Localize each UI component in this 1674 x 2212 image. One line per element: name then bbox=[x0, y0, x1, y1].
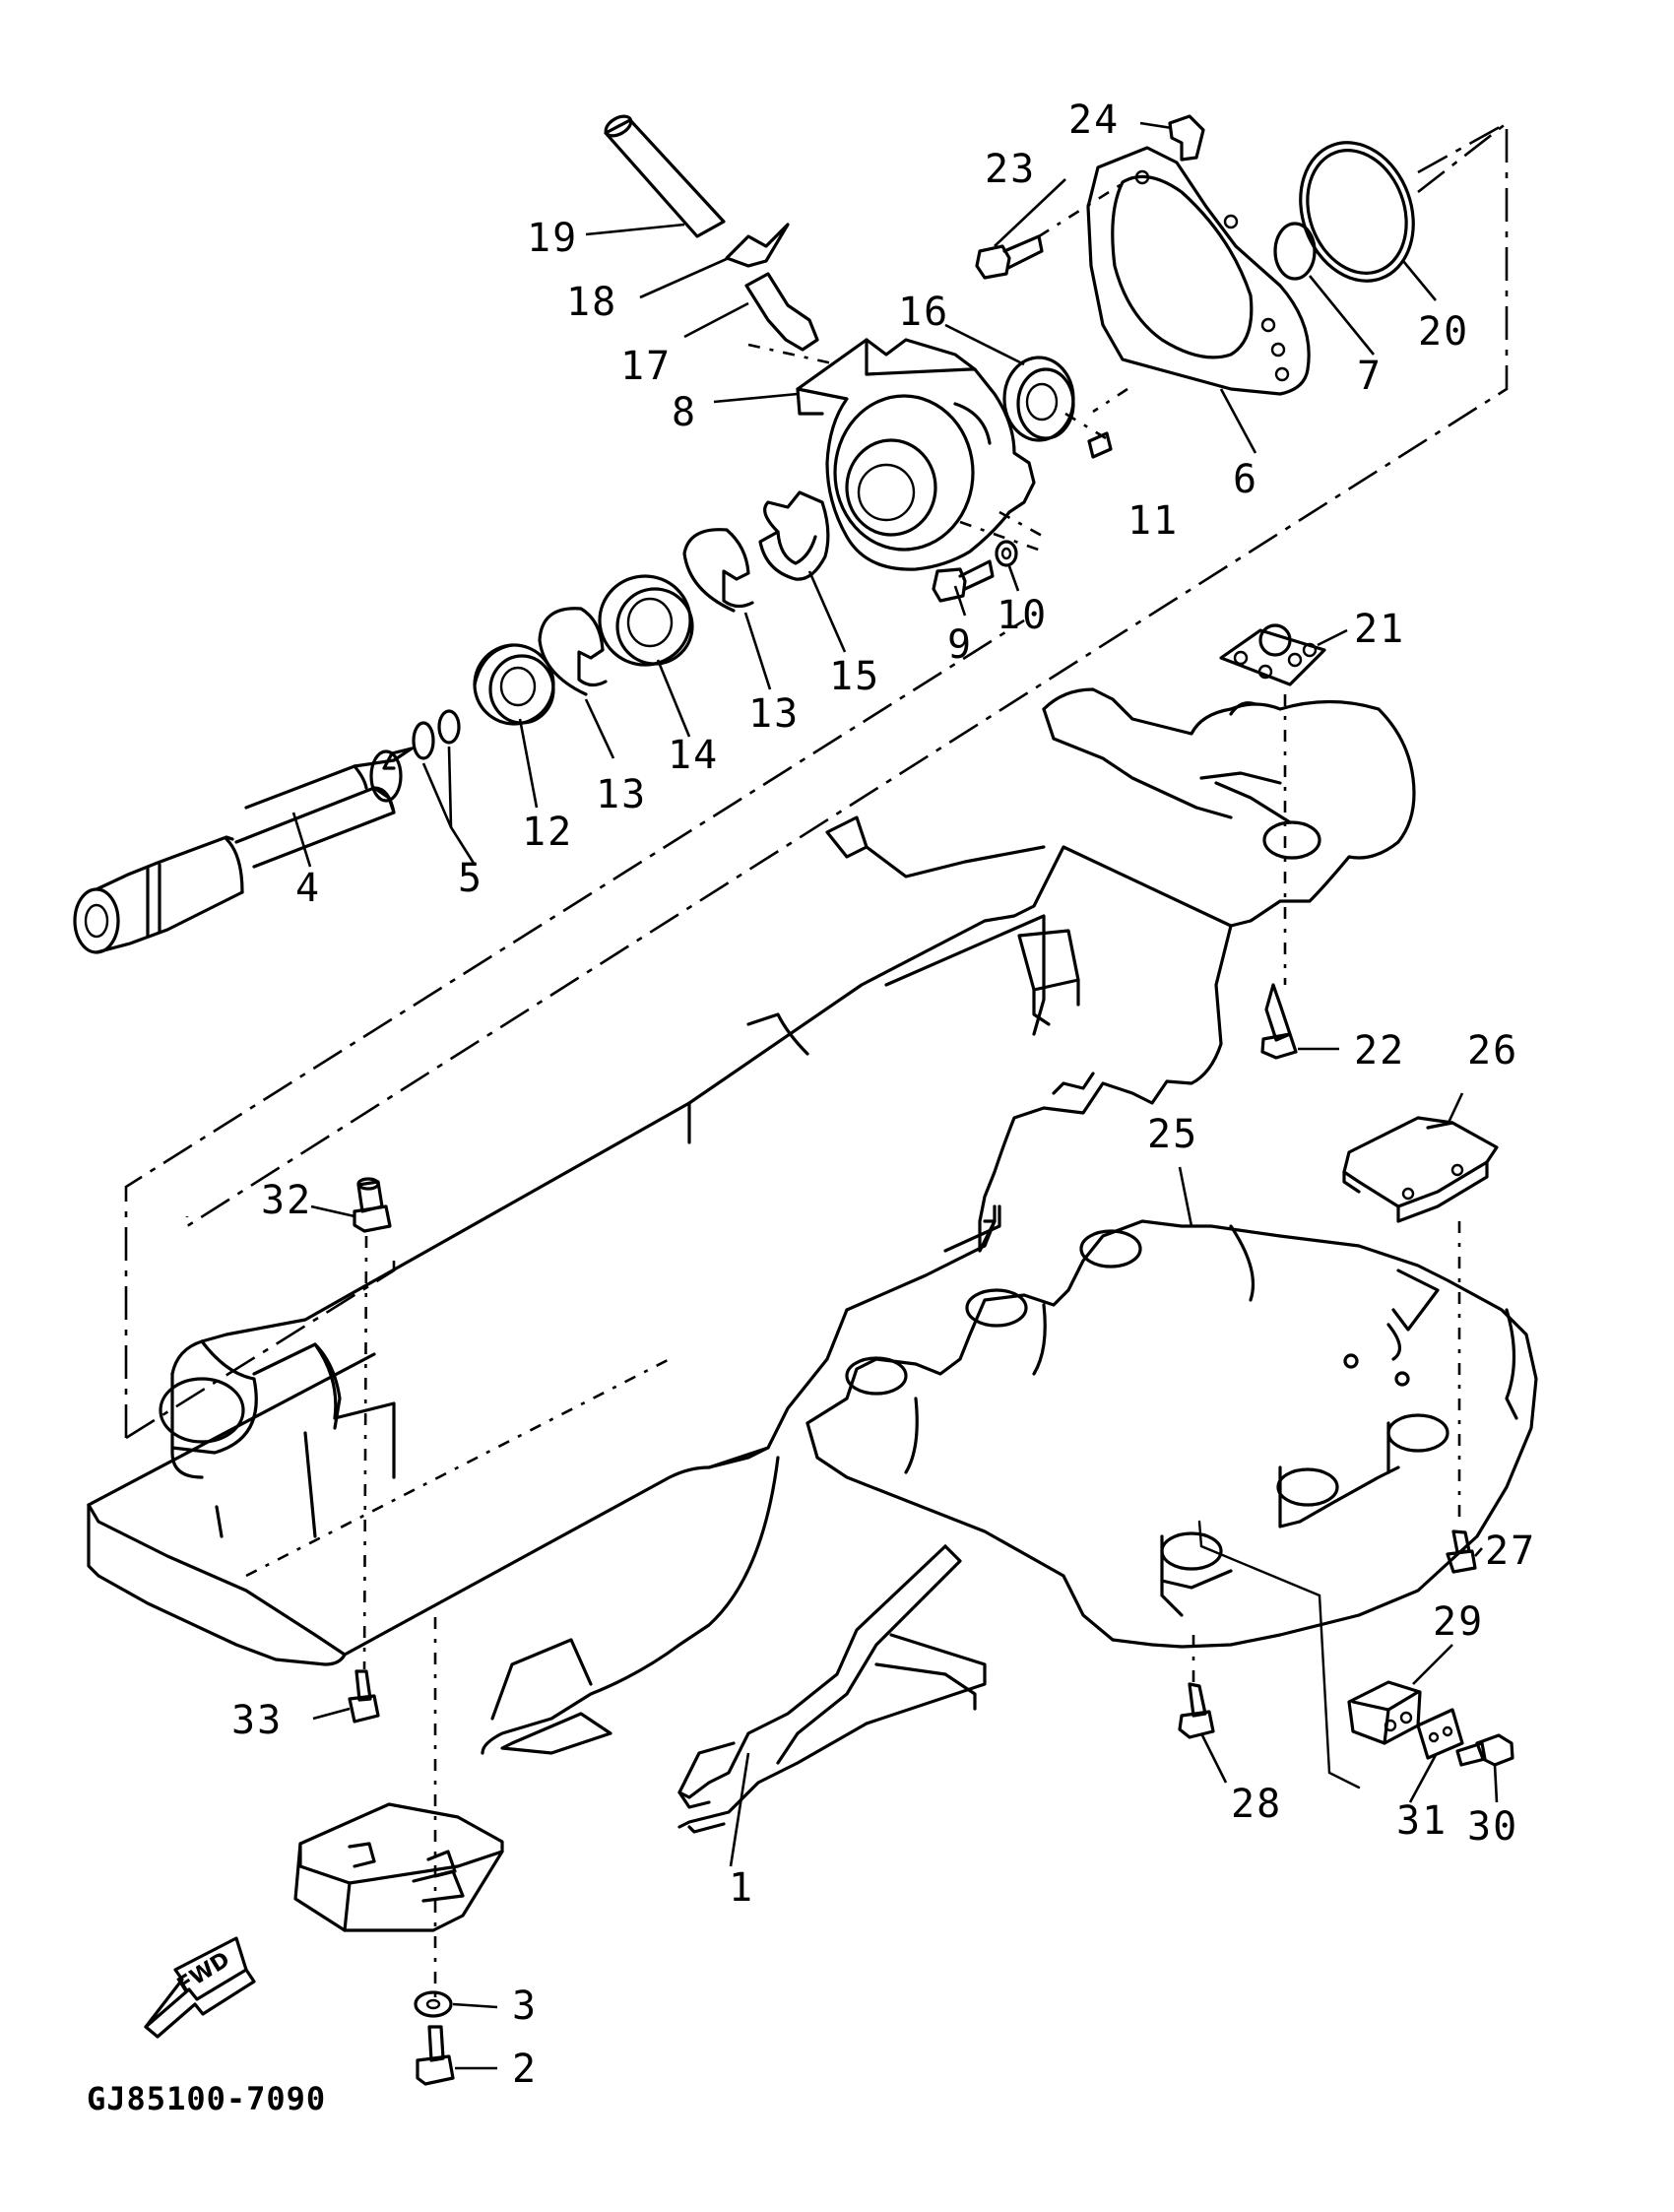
callout-20: 20 bbox=[1418, 309, 1469, 355]
bolt-23 bbox=[975, 234, 1044, 280]
callout-27: 27 bbox=[1485, 1529, 1536, 1574]
bearing-14 bbox=[598, 574, 694, 667]
callout-13a: 13 bbox=[596, 772, 647, 817]
callout-11: 11 bbox=[1127, 498, 1179, 544]
jet-pump-duct-body bbox=[159, 845, 1233, 1538]
plate-21 bbox=[1219, 623, 1326, 686]
bolt-2 bbox=[416, 2025, 455, 2086]
callout-8: 8 bbox=[672, 390, 697, 435]
bearing-16 bbox=[1002, 356, 1075, 442]
drive-shaft bbox=[73, 747, 414, 954]
callout-2: 2 bbox=[512, 2047, 538, 2092]
callout-4: 4 bbox=[295, 866, 321, 911]
ride-plate bbox=[87, 1219, 997, 1666]
callout-13b: 13 bbox=[748, 691, 800, 737]
clip-24 bbox=[1168, 114, 1205, 162]
o-ring-20 bbox=[1299, 141, 1415, 283]
pump-housing-upper bbox=[825, 687, 1416, 1026]
fitting-17 bbox=[744, 272, 819, 352]
hose-clamp-18 bbox=[725, 223, 790, 268]
collar-15 bbox=[758, 490, 830, 581]
cover-6 bbox=[1086, 146, 1311, 396]
circlip-13b bbox=[682, 528, 754, 613]
bolt-22 bbox=[1260, 983, 1298, 1060]
callout-17: 17 bbox=[620, 344, 672, 389]
callout-6: 6 bbox=[1233, 457, 1258, 502]
callout-30: 30 bbox=[1467, 1804, 1518, 1850]
bolt-33 bbox=[348, 1669, 380, 1724]
callout-23: 23 bbox=[985, 147, 1036, 192]
intake-grate bbox=[481, 1456, 987, 1834]
bolt-32 bbox=[353, 1177, 392, 1233]
callout-1: 1 bbox=[729, 1865, 754, 1911]
callout-32: 32 bbox=[261, 1178, 312, 1223]
bearing-housing-8 bbox=[796, 338, 1036, 571]
bolt-27 bbox=[1446, 1529, 1477, 1574]
callout-28: 28 bbox=[1231, 1782, 1282, 1827]
pin-11 bbox=[1087, 431, 1113, 459]
assembly-boundary bbox=[124, 120, 1509, 1440]
alignment-lines bbox=[362, 175, 1461, 1999]
bearing-12 bbox=[473, 643, 555, 726]
callout-labels: 1 2 3 4 5 6 7 8 9 10 11 12 13 13 14 15 1… bbox=[231, 98, 1536, 2092]
mount-plate-25 bbox=[805, 1219, 1538, 1789]
hose-19 bbox=[604, 114, 726, 238]
callout-7: 7 bbox=[1357, 354, 1383, 399]
circlip-13a bbox=[538, 607, 608, 696]
fwd-arrow: FWD bbox=[144, 1936, 256, 2039]
rear-shoe bbox=[293, 1802, 504, 1932]
bolt-30 bbox=[1455, 1733, 1514, 1767]
callout-21: 21 bbox=[1354, 607, 1405, 652]
o-ring-7 bbox=[1273, 222, 1317, 281]
callout-33: 33 bbox=[231, 1698, 283, 1743]
block-29 bbox=[1347, 1680, 1422, 1745]
washer-3 bbox=[414, 1990, 453, 2018]
callout-12: 12 bbox=[522, 810, 573, 855]
callout-19: 19 bbox=[527, 216, 578, 261]
washer-10 bbox=[995, 540, 1018, 567]
bolt-28 bbox=[1178, 1682, 1215, 1739]
bolt-9 bbox=[932, 559, 995, 603]
callout-25: 25 bbox=[1147, 1112, 1198, 1157]
diagram-code: GJ85100-7090 bbox=[87, 2080, 326, 2117]
o-rings bbox=[412, 709, 461, 760]
callout-24: 24 bbox=[1068, 98, 1120, 143]
callout-10: 10 bbox=[997, 593, 1048, 638]
callout-31: 31 bbox=[1396, 1798, 1448, 1844]
callout-15: 15 bbox=[829, 654, 880, 699]
plate-31 bbox=[1416, 1708, 1464, 1760]
callout-26: 26 bbox=[1467, 1028, 1518, 1073]
callout-3: 3 bbox=[512, 1984, 538, 2029]
callout-18: 18 bbox=[566, 280, 617, 325]
bracket-26 bbox=[1342, 1116, 1499, 1223]
callout-5: 5 bbox=[458, 856, 483, 901]
callout-16: 16 bbox=[898, 290, 949, 335]
callout-14: 14 bbox=[668, 733, 719, 778]
callout-29: 29 bbox=[1433, 1599, 1484, 1645]
callout-9: 9 bbox=[947, 622, 973, 668]
callout-22: 22 bbox=[1354, 1028, 1405, 1073]
leader-lines bbox=[291, 121, 1499, 2070]
